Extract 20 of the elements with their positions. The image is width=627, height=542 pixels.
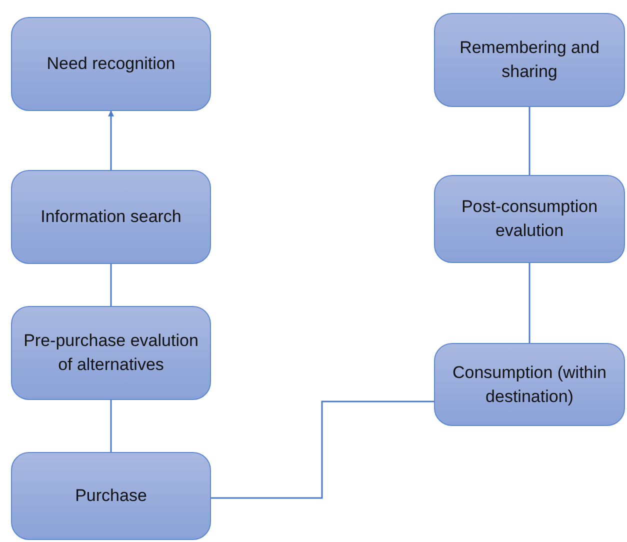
connector-line — [211, 400, 434, 499]
connector-line — [110, 400, 112, 452]
arrow — [108, 110, 114, 170]
connector-line — [528, 107, 530, 175]
process-box — [11, 452, 211, 540]
process-box — [11, 17, 211, 111]
process-box — [434, 13, 625, 107]
box-label: Information search — [40, 206, 182, 228]
box-label: Pre-purchase evalution of alternatives — [22, 330, 200, 376]
box-label: Remembering and sharing — [458, 37, 600, 83]
process-box — [434, 343, 625, 426]
process-box — [11, 170, 211, 264]
connector-line — [110, 264, 112, 306]
process-box — [434, 175, 625, 263]
box-label: Post-consumption evalution — [460, 196, 599, 242]
box-label: Need recognition — [46, 53, 176, 75]
box-label: Purchase — [74, 485, 148, 507]
process-box — [11, 306, 211, 400]
connector-line — [528, 263, 530, 343]
box-label: Consumption (within destination) — [451, 362, 608, 408]
